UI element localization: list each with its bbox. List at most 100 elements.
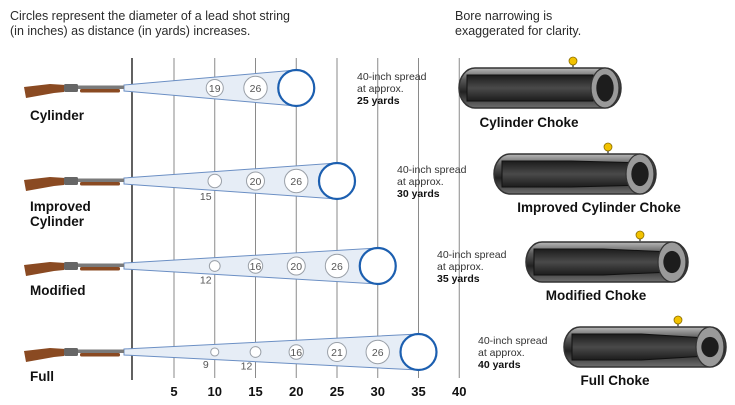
- pattern-circle: [205, 78, 224, 98]
- choke-label-improved-cylinder: Improved Cylinder Choke: [517, 200, 681, 215]
- gun-receiver: [64, 177, 78, 185]
- note-bore-line2: exaggerated for clarity.: [455, 24, 582, 38]
- choke-label-full: Full Choke: [580, 373, 650, 388]
- choke-bore: [466, 74, 594, 102]
- spread-annotation-cylinder: 40-inch spread at approx. 25 yards: [357, 71, 426, 107]
- diameter-label: 9: [203, 359, 209, 371]
- choke-label-cylinder: Cylinder Choke: [479, 115, 579, 130]
- diameter-label: 20: [250, 176, 262, 188]
- row-label-full: Full: [30, 369, 54, 384]
- spread-annotation-improved-cylinder: 40-inch spread at approx. 30 yards: [397, 164, 466, 200]
- spread-line2: at approx.: [437, 261, 484, 273]
- spread-line2: at approx.: [397, 176, 444, 188]
- diameter-label: 21: [331, 347, 343, 359]
- spread-circle-40in: [277, 68, 316, 108]
- row-label-improved-line2: Cylinder: [30, 214, 85, 229]
- spread-line1: 40-inch spread: [357, 71, 427, 83]
- distance-tick-label: 5: [170, 384, 177, 399]
- pattern-circle: [324, 253, 350, 279]
- spread-annotation-modified: 40-inch spread at approx. 35 yards: [437, 249, 506, 285]
- muzzle-opening: [663, 250, 681, 274]
- note-bore-line1: Bore narrowing is: [455, 9, 553, 23]
- row-label-full-text: Full: [30, 369, 54, 384]
- distance-tick-label: 20: [289, 384, 303, 399]
- distance-tick-label: 10: [208, 384, 222, 399]
- distance-tick-label: 30: [371, 384, 385, 399]
- row-label-cylinder: Cylinder: [30, 108, 84, 123]
- gun-forend: [80, 267, 120, 271]
- spread-circle-40in: [317, 161, 357, 201]
- spread-yards: 40 yards: [478, 359, 521, 371]
- diameter-label: 16: [250, 261, 262, 273]
- pattern-circle: [327, 342, 347, 362]
- gun-barrel: [78, 263, 124, 267]
- front-bead-sight: [635, 230, 645, 240]
- pattern-circle: [286, 256, 306, 276]
- muzzle-opening: [701, 336, 719, 358]
- spread-line1: 40-inch spread: [478, 335, 548, 347]
- diameter-label: 26: [250, 83, 262, 95]
- row-label-improved-line1: Improved: [30, 199, 91, 214]
- spread-annotation-full: 40-inch spread at approx. 40 yards: [478, 335, 547, 371]
- spread-line2: at approx.: [357, 83, 404, 95]
- diameter-label: 20: [290, 261, 302, 273]
- pattern-circle: [207, 173, 222, 189]
- choke-label-modified: Modified Choke: [545, 288, 647, 303]
- pattern-circle: [243, 75, 268, 101]
- pattern-circle: [208, 260, 221, 272]
- diameter-label: 26: [290, 176, 302, 188]
- diameter-label: 19: [209, 83, 221, 95]
- note-circles: Circles represent the diameter of a lead…: [10, 9, 390, 39]
- pattern-circle: [210, 347, 220, 357]
- spread-line1: 40-inch spread: [437, 249, 507, 261]
- pattern-circle: [247, 258, 264, 274]
- spread-circle-40in: [399, 332, 438, 372]
- gun-receiver: [64, 262, 78, 270]
- row-label-modified-text: Modified: [30, 283, 86, 298]
- gun-receiver: [64, 84, 78, 92]
- front-bead-sight: [673, 315, 683, 325]
- front-bead-sight: [568, 56, 578, 66]
- gun-forend: [80, 182, 120, 186]
- note-circles-line2: (in inches) as distance (in yards) incre…: [10, 24, 251, 38]
- muzzle-opening: [596, 74, 614, 102]
- spread-line1: 40-inch spread: [397, 164, 467, 176]
- muzzle-opening: [631, 161, 649, 187]
- choke-bore: [571, 333, 699, 361]
- gun-forend: [80, 353, 120, 357]
- row-label-improved-cylinder: Improved Cylinder: [30, 199, 91, 229]
- gun-stock: [24, 177, 66, 191]
- note-bore: Bore narrowing is exaggerated for clarit…: [455, 9, 705, 39]
- gun-barrel: [78, 178, 124, 182]
- gun-receiver: [64, 348, 78, 356]
- distance-tick-label: 25: [330, 384, 344, 399]
- gun-barrel: [78, 85, 124, 89]
- diameter-label: 12: [241, 360, 253, 372]
- pattern-circle: [365, 339, 390, 365]
- diameter-label: 16: [290, 347, 302, 359]
- front-bead-sight: [603, 142, 613, 152]
- diameter-label: 12: [200, 274, 212, 286]
- pattern-circle: [288, 344, 304, 360]
- diameter-label: 26: [331, 261, 343, 273]
- pattern-circle: [249, 346, 262, 358]
- gun-stock: [24, 84, 66, 98]
- diameter-label: 15: [200, 191, 212, 203]
- distance-tick-label: 35: [411, 384, 425, 399]
- choke-bore: [533, 248, 661, 276]
- spread-yards: 35 yards: [437, 273, 480, 285]
- pattern-circle: [284, 168, 309, 194]
- row-label-modified: Modified: [30, 283, 86, 298]
- row-label-cylinder-text: Cylinder: [30, 108, 85, 123]
- diameter-label: 26: [372, 347, 384, 359]
- spread-line2: at approx.: [478, 347, 525, 359]
- spread-yards: 30 yards: [397, 188, 440, 200]
- note-circles-line1: Circles represent the diameter of a lead…: [10, 9, 290, 23]
- distance-tick-label: 15: [248, 384, 262, 399]
- spread-circle-40in: [358, 246, 397, 286]
- spread-yards: 25 yards: [357, 95, 400, 107]
- distance-tick-label: 40: [452, 384, 466, 399]
- gun-barrel: [78, 349, 124, 353]
